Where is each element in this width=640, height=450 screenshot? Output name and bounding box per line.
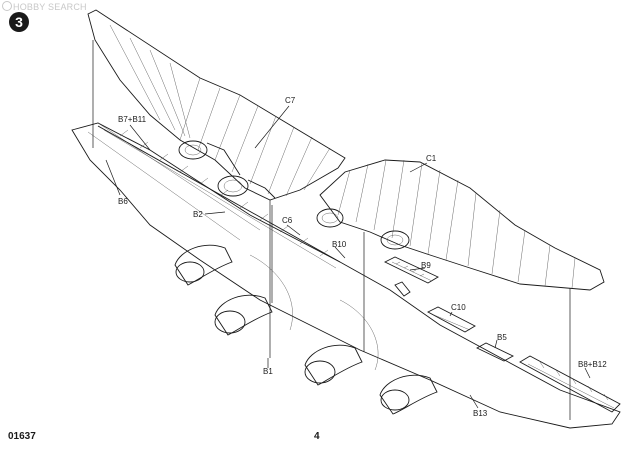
part-label-c10: C10 <box>451 303 466 312</box>
part-label-b6: B6 <box>118 197 128 206</box>
kit-code: 01637 <box>8 431 36 442</box>
part-label-c6: C6 <box>282 216 293 225</box>
part-b8-b12-shape <box>519 355 621 413</box>
part-label-c1: C1 <box>426 154 437 163</box>
part-label-b9: B9 <box>421 261 431 270</box>
page-number: 4 <box>314 431 320 442</box>
part-b5-shape <box>476 342 514 362</box>
step-number-badge: 3 <box>9 12 29 32</box>
assembly-guide-lines <box>92 40 571 420</box>
insert-parts-drawing <box>383 256 621 413</box>
part-label-c7: C7 <box>285 96 296 105</box>
part-label-b8-b12: B8+B12 <box>578 360 607 369</box>
part-c10-shape <box>427 306 476 333</box>
upper-wing-c1-drawing <box>316 159 605 291</box>
part-b9-shape <box>383 256 439 284</box>
upper-wing-c7-drawing <box>87 9 346 201</box>
label-leader-lines <box>105 105 591 409</box>
part-label-b2: B2 <box>193 210 203 219</box>
part-label-b5: B5 <box>497 333 507 342</box>
watermark-logo-icon <box>2 1 12 11</box>
watermark-text: HOBBY SEARCH <box>13 2 87 12</box>
part-label-b13: B13 <box>473 409 488 418</box>
part-label-b1: B1 <box>263 367 273 376</box>
watermark: HOBBY SEARCH <box>2 1 87 12</box>
lower-wing-b1-drawing <box>71 122 621 429</box>
part-label-b7-b11: B7+B11 <box>118 115 147 124</box>
part-label-b10: B10 <box>332 240 347 249</box>
